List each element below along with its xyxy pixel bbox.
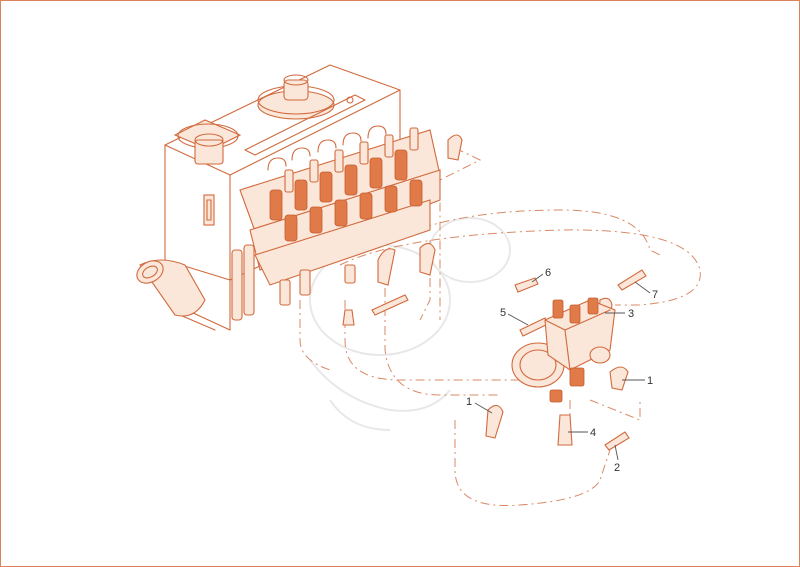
pump-manifold: [511, 297, 616, 403]
callout-2: 2: [614, 462, 620, 474]
callout-1-right: 1: [647, 375, 653, 387]
callout-leaders: [474, 273, 651, 461]
callout-3: 3: [628, 308, 634, 320]
callout-labels: 1 1 2 3 4 5 6 7: [466, 267, 658, 474]
callout-4: 4: [590, 427, 596, 439]
hydraulic-tank: [136, 64, 401, 331]
callout-1-left: 1: [466, 396, 472, 408]
valve-bank: [231, 125, 463, 321]
callout-5: 5: [500, 307, 506, 319]
hose-routing-lines: [299, 147, 701, 507]
callout-7: 7: [652, 289, 658, 301]
callout-6: 6: [545, 267, 551, 279]
